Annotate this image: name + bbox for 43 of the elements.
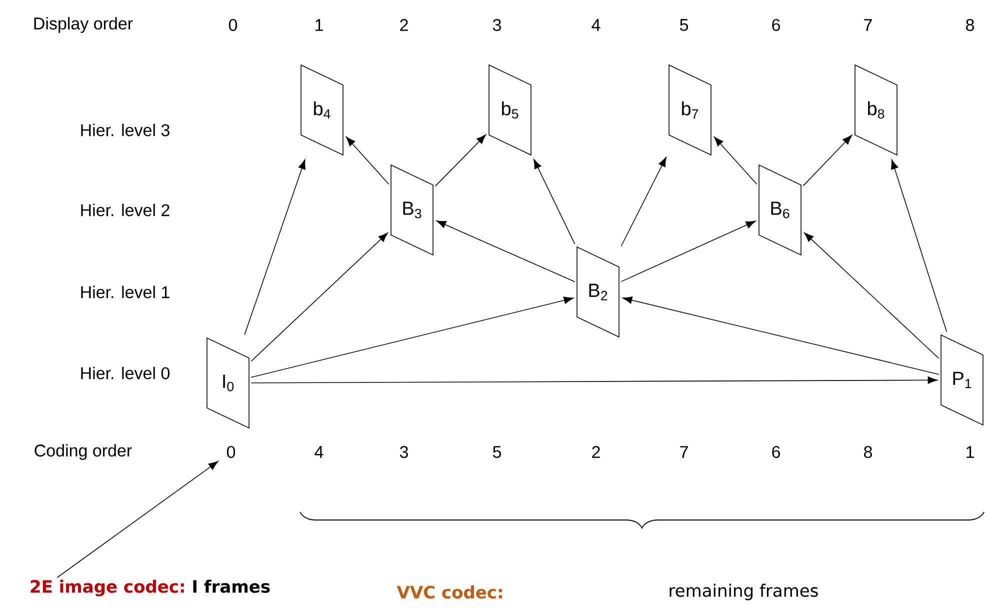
coding-number: 6 [772, 446, 780, 458]
display-number: 5 [680, 19, 688, 31]
display-number: 7 [864, 19, 872, 31]
coding-number: 4 [314, 446, 324, 458]
codec-label: remaining frames [670, 584, 818, 600]
arrow [244, 159, 306, 336]
arrow [250, 376, 938, 384]
display-number: 1 [316, 19, 323, 31]
coding-number: 7 [680, 446, 688, 458]
arrow [714, 136, 758, 185]
display-number: 0 [228, 18, 238, 32]
codec-label: VVC codec: [396, 585, 502, 599]
arrow [620, 220, 756, 282]
coding-number: 3 [400, 446, 408, 458]
arrow [534, 159, 576, 244]
arrow [434, 134, 486, 187]
codec-note: 2E image codec: I frames [30, 580, 270, 596]
arrow [436, 220, 576, 282]
arrow [620, 156, 666, 247]
arrow [250, 296, 574, 378]
row-heading: Display order [34, 17, 133, 33]
level-label: Hier. level 2 [81, 204, 170, 216]
arrow [802, 134, 852, 186]
display-number: 3 [492, 18, 501, 32]
coding-number: 0 [226, 446, 236, 458]
coding-number: 8 [864, 446, 872, 458]
display-number: 6 [772, 18, 780, 32]
arrow [804, 232, 940, 359]
arrow [250, 232, 388, 362]
display-number: 8 [966, 18, 974, 32]
coding-number: 1 [966, 446, 974, 458]
display-number: 2 [400, 19, 408, 31]
level-label: Hier. level 3 [81, 124, 170, 136]
leader-arrow [56, 461, 218, 578]
level-label: Hier. level 0 [81, 366, 170, 380]
arrow [346, 136, 390, 185]
level-label: Hier. level 1 [81, 286, 170, 298]
row-heading: Coding order [34, 444, 132, 460]
coding-number: 2 [592, 446, 600, 458]
coding-number: 5 [492, 446, 502, 458]
arrow [890, 159, 948, 332]
display-number: 4 [592, 19, 600, 31]
arrow [622, 296, 940, 375]
